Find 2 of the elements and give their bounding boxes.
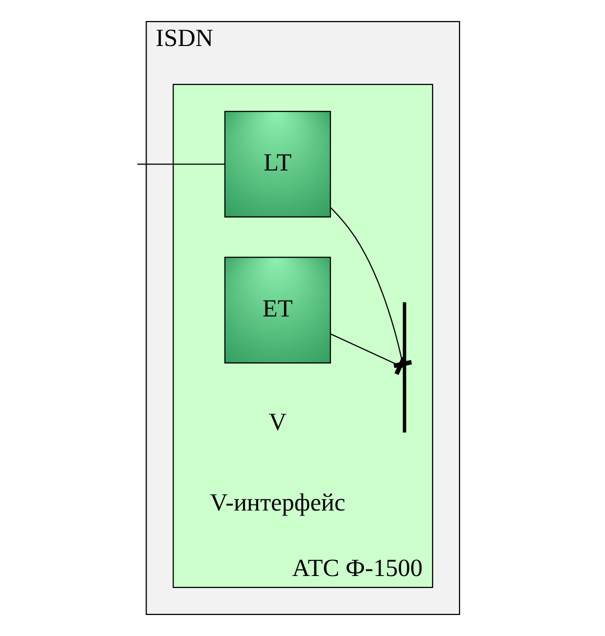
label: V-интерфейс: [210, 490, 346, 517]
label: V: [268, 408, 287, 436]
